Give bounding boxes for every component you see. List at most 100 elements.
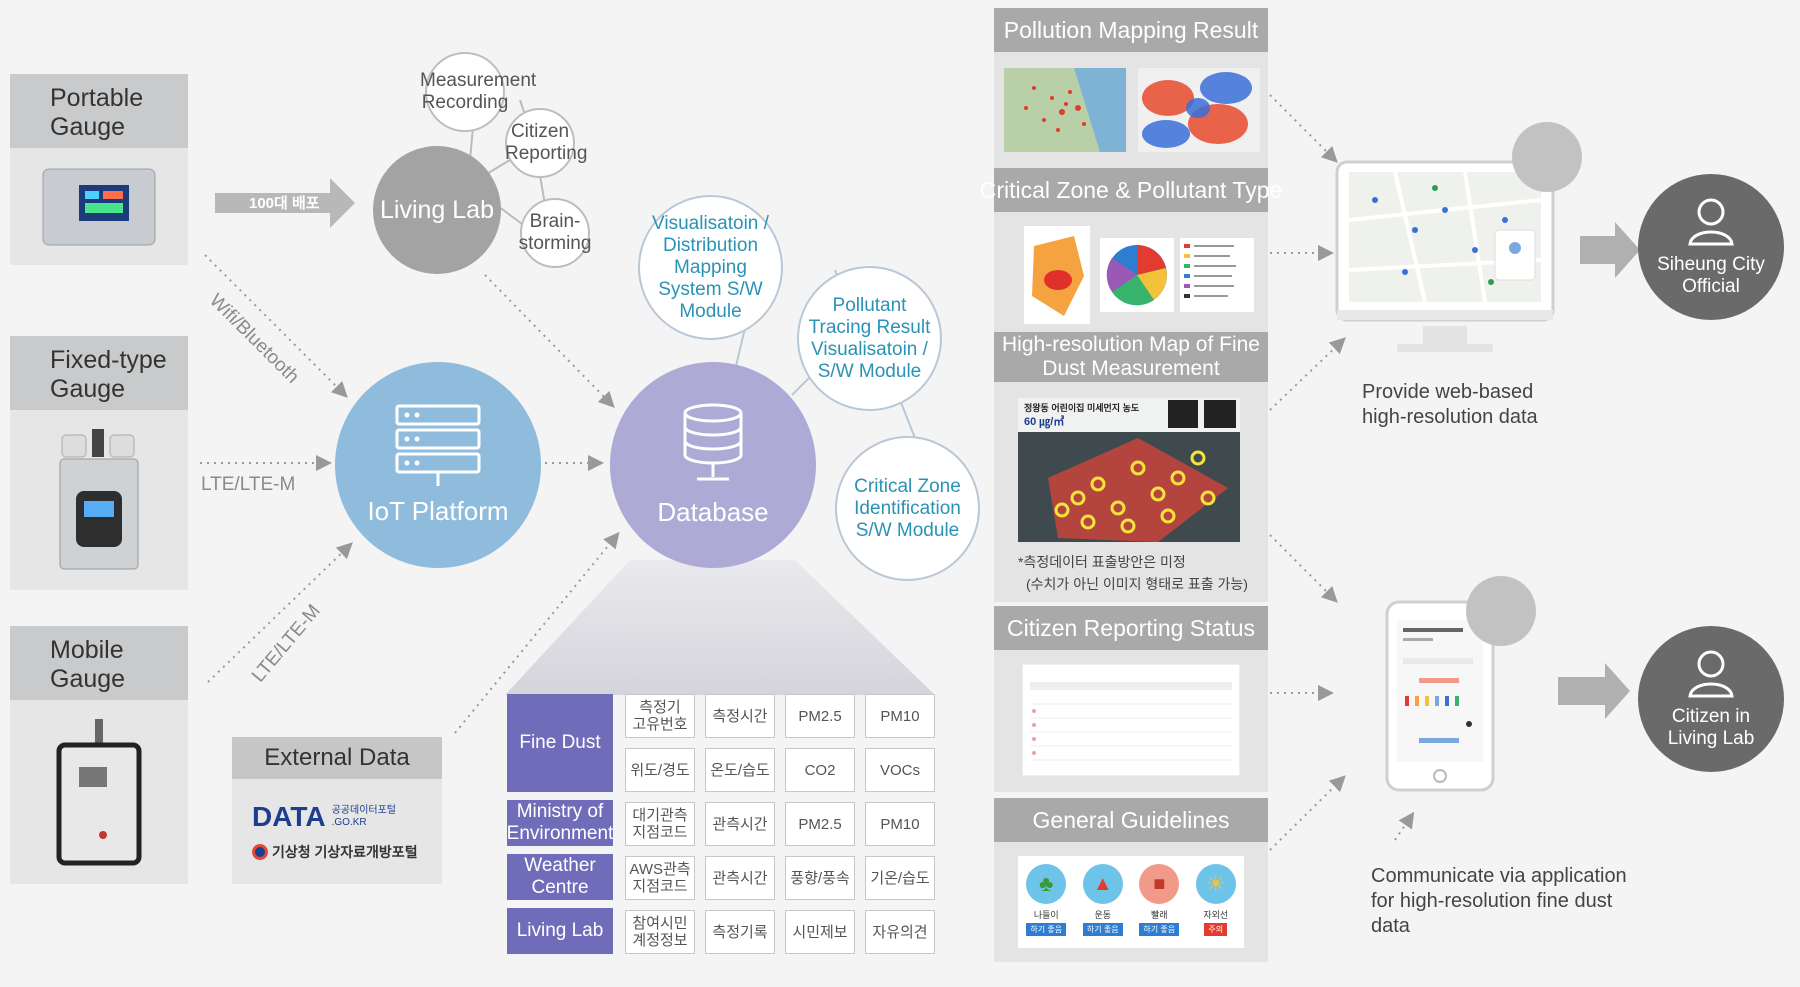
portable-gauge-header: Portable Gauge — [10, 74, 188, 148]
guideline-label: 빨래 — [1150, 910, 1168, 920]
table-cell: 대기관측 지점코드 — [625, 802, 695, 846]
portable-gauge-image — [10, 148, 188, 265]
distribution-arrow — [215, 178, 355, 228]
table-cell: 관측시간 — [705, 856, 775, 900]
satellite-label: Citizen Reporting — [505, 121, 588, 164]
table-cell: PM2.5 — [785, 694, 855, 738]
guideline-outing: ♣ 나들이 하기 좋음 — [1026, 864, 1067, 936]
mobile-gauge-image — [10, 700, 188, 884]
panel-pollution-mapping-body — [994, 52, 1268, 168]
living-lab-satellite-reporting: Citizen Reporting — [505, 108, 588, 178]
guideline-label: 자외선 — [1203, 910, 1229, 920]
lte-label-fixed: LTE/LTE-M — [201, 474, 296, 495]
satellite-label: Brain-storming — [518, 211, 592, 254]
panel-citizen-reporting-body — [994, 650, 1268, 792]
table-cell: 위도/경도 — [625, 748, 695, 792]
guideline-badge: 주의 — [1204, 923, 1228, 936]
shoe-icon: ▲ — [1082, 864, 1123, 904]
external-data-header: External Data — [232, 737, 442, 779]
table-cell: PM10 — [865, 694, 935, 738]
panel-critical-zone-header: Critical Zone & Pollutant Type — [980, 168, 1282, 212]
living-lab-satellite-brainstorming: Brain-storming — [518, 198, 592, 268]
table-cell: 참여시민 계정정보 — [625, 910, 695, 954]
monitor-badge — [1512, 122, 1582, 192]
pollutant-pie-chart — [1100, 238, 1174, 312]
arrow-to-citizen — [1558, 663, 1630, 719]
guideline-uv: ☀ 자외선 주의 — [1195, 864, 1236, 936]
user-siheung-official: Siheung City Official — [1638, 174, 1784, 320]
monitor-icon — [1335, 160, 1555, 352]
table-cell: 풍향/풍속 — [785, 856, 855, 900]
fixed-gauge-header: Fixed-type Gauge — [10, 336, 188, 410]
database-circle: Database — [610, 362, 816, 568]
table-label-living-lab: Living Lab — [507, 908, 613, 954]
data-logo-main: DATA — [252, 801, 326, 832]
table-cell: 측정기록 — [705, 910, 775, 954]
guideline-exercise: ▲ 운동 하기 좋음 — [1082, 864, 1123, 936]
iot-platform-title: IoT Platform — [367, 495, 509, 526]
user-icon — [1688, 650, 1734, 698]
user-citizen-living-lab: Citizen in Living Lab — [1638, 626, 1784, 772]
pollutant-legend — [1180, 238, 1254, 312]
web-description: Provide web-based high-resolution data — [1362, 381, 1538, 428]
mobile-gauge-label: Mobile Gauge — [50, 636, 126, 693]
table-cell: 측정기 고유번호 — [625, 694, 695, 738]
citizen-report-list — [1022, 664, 1240, 776]
distribution-label: 100대 배포 — [249, 195, 320, 212]
database-title: Database — [657, 496, 769, 527]
user-label: Citizen in Living Lab — [1667, 706, 1755, 749]
module-visualisation: Visualisatoin / Distribution Mapping Sys… — [638, 195, 783, 340]
living-lab-title: Living Lab — [380, 195, 494, 224]
data-table: Fine Dust Ministry of Environment Weathe… — [507, 694, 935, 964]
table-cell: VOCs — [865, 748, 935, 792]
phone-badge — [1466, 576, 1536, 646]
guideline-label: 운동 — [1094, 910, 1112, 920]
panel-high-res-header: High-resolution Map of Fine Dust Measure… — [994, 332, 1268, 382]
kma-icon — [252, 844, 268, 860]
user-icon — [1688, 198, 1734, 246]
table-cell: PM10 — [865, 802, 935, 846]
data-logo-sub1: 공공데이터포털 — [331, 805, 397, 816]
kma-logo-text: 기상청 기상자료개방포털 — [272, 844, 418, 860]
table-cell: 시민제보 — [785, 910, 855, 954]
panel-title: Pollution Mapping Result — [1003, 16, 1259, 43]
database-icon — [683, 403, 743, 480]
table-cell: 자유의견 — [865, 910, 935, 954]
table-cell: 측정시간 — [705, 694, 775, 738]
database-fan — [505, 560, 935, 695]
fixed-gauge-icon — [59, 429, 139, 570]
fine-dust-map-graphic — [1018, 398, 1240, 542]
data-logo-sub2: .GO.KR — [331, 817, 367, 828]
high-res-note-2: (수치가 아닌 이미지 형태로 표출 가능) — [1026, 576, 1248, 592]
module-label: Critical Zone Identification S/W Module — [854, 475, 961, 541]
external-data-logos: DATA 공공데이터포털 .GO.KR 기상청 기상자료개방포털 — [232, 779, 442, 884]
panel-guidelines-header: General Guidelines — [994, 798, 1268, 842]
panel-title: General Guidelines — [1032, 806, 1230, 833]
module-pollutant-tracing: Pollutant Tracing Result Visualisatoin /… — [797, 266, 942, 411]
table-cell: 기온/습도 — [865, 856, 935, 900]
external-data-title: External Data — [264, 744, 410, 771]
module-critical-zone: Critical Zone Identification S/W Module — [835, 436, 980, 581]
iot-platform-circle: IoT Platform — [335, 362, 541, 568]
fine-dust-map: 정왕동 어린이집 미세먼지 농도 60 ㎍/㎥ — [1018, 398, 1240, 542]
pollution-map-image-2 — [1138, 68, 1260, 152]
living-lab-circle: Living Lab — [373, 146, 501, 274]
panel-title: High-resolution Map of Fine Dust Measure… — [1002, 333, 1260, 380]
panel-citizen-reporting-header: Citizen Reporting Status — [994, 606, 1268, 650]
fixed-gauge-label: Fixed-type Gauge — [50, 346, 167, 403]
panel-title: Citizen Reporting Status — [1006, 614, 1255, 641]
satellite-label: Measurement Recording — [420, 70, 537, 113]
module-label: Pollutant Tracing Result Visualisatoin /… — [808, 294, 931, 382]
fixed-gauge-image — [10, 410, 188, 590]
kma-logo: 기상청 기상자료개방포털 — [252, 842, 418, 862]
sun-icon: ☀ — [1195, 864, 1236, 904]
panel-critical-zone-body — [994, 212, 1268, 332]
module-label: Visualisatoin / Distribution Mapping Sys… — [652, 212, 769, 322]
table-cell: AWS관측 지점코드 — [625, 856, 695, 900]
guideline-label: 나들이 — [1033, 910, 1059, 920]
mobile-gauge-header: Mobile Gauge — [10, 626, 188, 700]
shirt-icon: ■ — [1139, 864, 1180, 904]
guideline-badge: 하기 좋음 — [1082, 923, 1123, 936]
panel-high-res-body: 정왕동 어린이집 미세먼지 농도 60 ㎍/㎥ *측정데이터 표출방안은 미정 … — [994, 382, 1268, 602]
